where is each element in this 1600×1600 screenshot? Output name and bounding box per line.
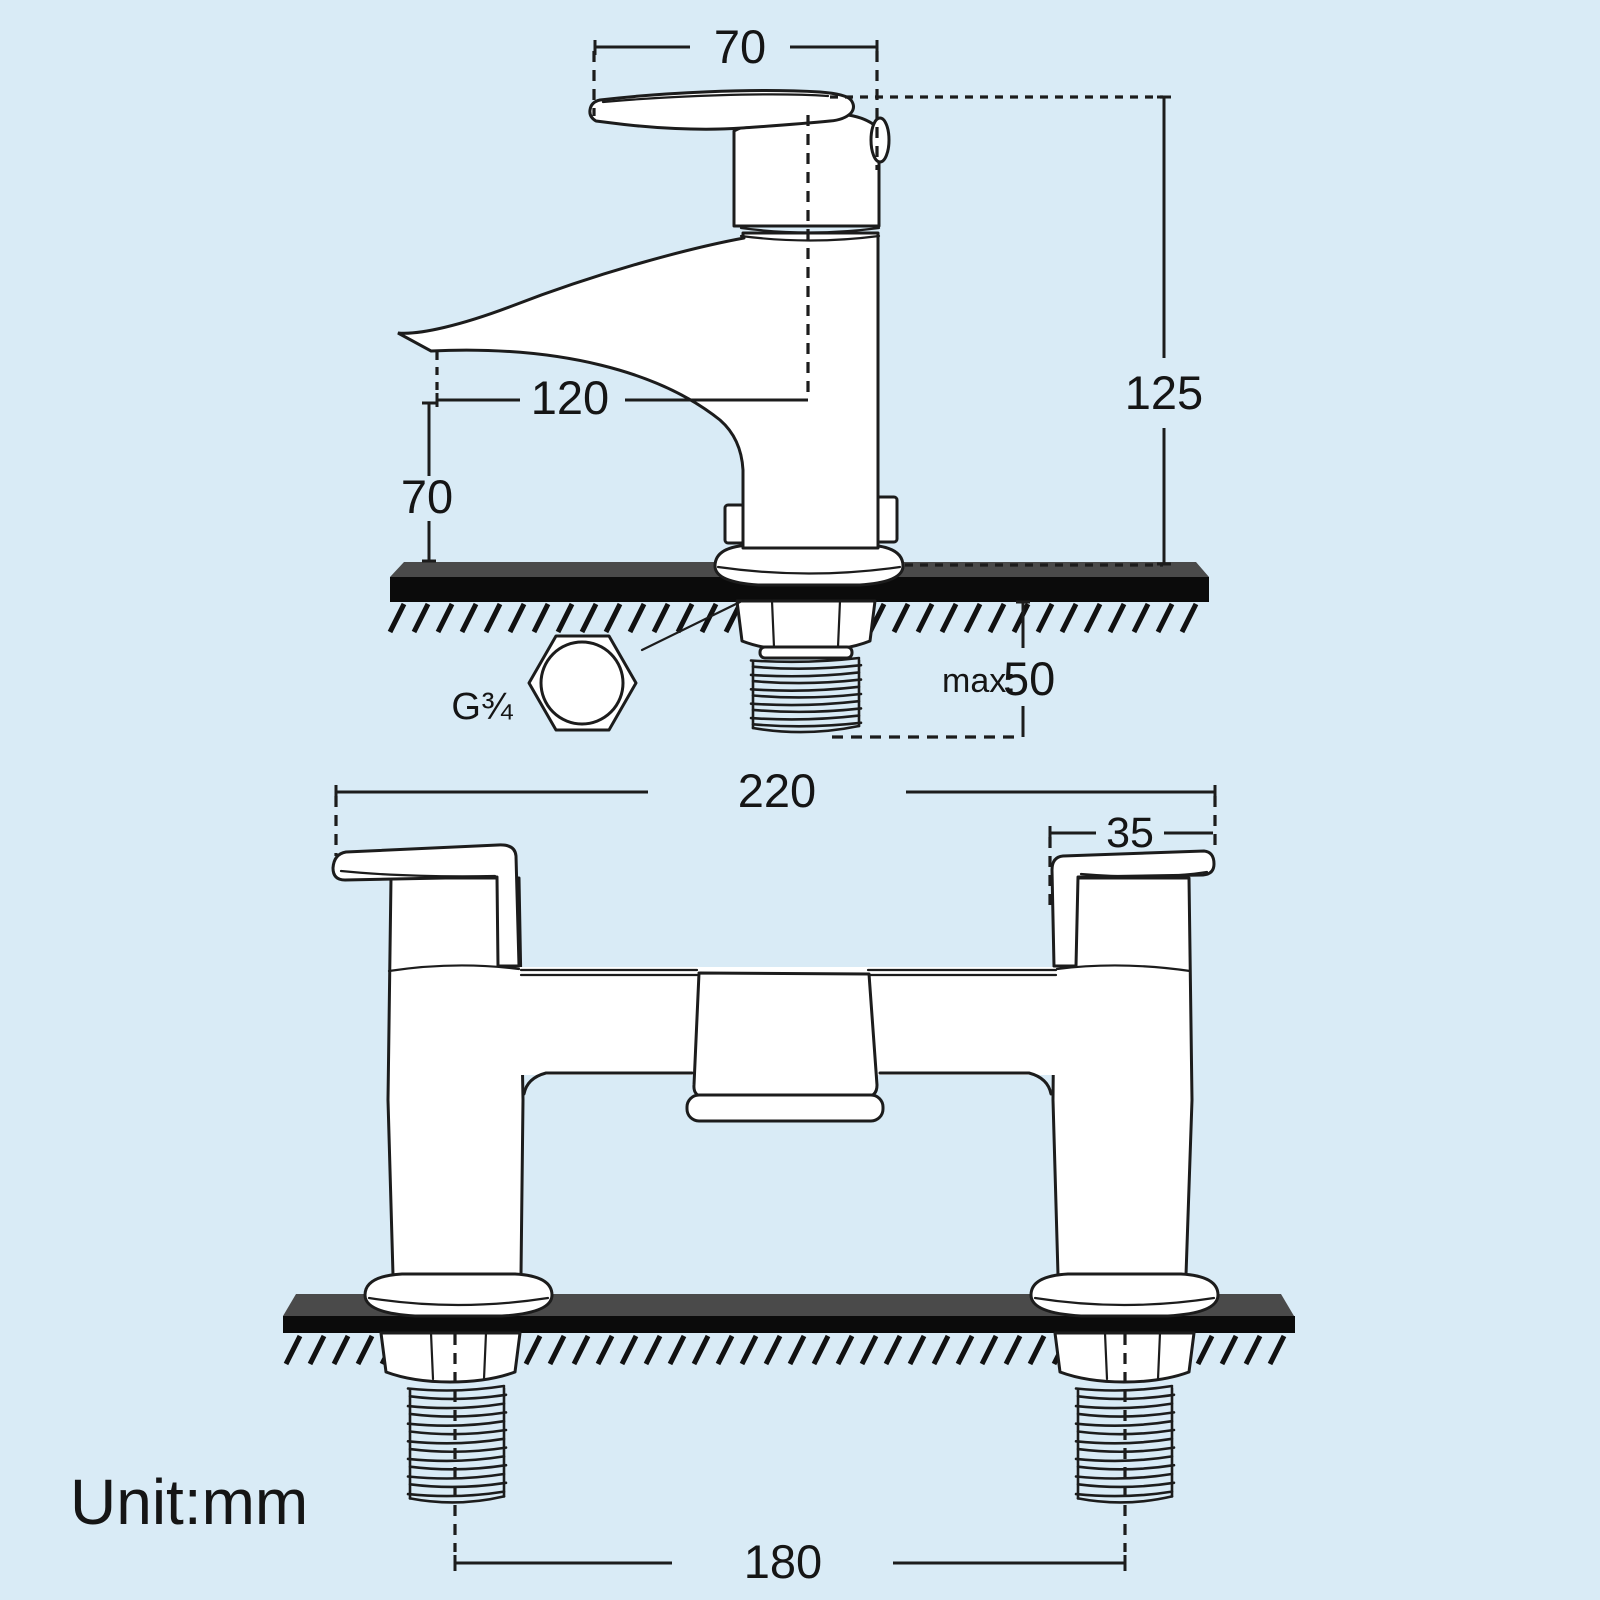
svg-text:125: 125 xyxy=(1125,366,1203,419)
right-handle xyxy=(1050,849,1216,968)
threaded-tail xyxy=(749,656,863,734)
spout-outlet-block xyxy=(692,971,879,1099)
g34-nut-face xyxy=(527,634,638,732)
dim-hole-centres-180: 180 xyxy=(453,1535,1127,1588)
svg-text:220: 220 xyxy=(738,764,816,817)
left-base-flange xyxy=(363,1272,554,1318)
backnut-and-tail xyxy=(735,599,877,734)
dim-max-thickness-50: max: 50 xyxy=(832,600,1055,739)
dim-spout-height-70: 70 xyxy=(401,401,453,563)
spout-outlet-lip xyxy=(685,1093,885,1123)
right-backnut-tail xyxy=(1053,1331,1196,1504)
indicator-button xyxy=(869,116,891,164)
left-backnut-tail xyxy=(379,1331,522,1504)
spout xyxy=(397,236,746,472)
svg-text:70: 70 xyxy=(714,20,766,73)
body-seam-lower xyxy=(739,234,881,242)
body-seam-upper xyxy=(739,226,881,234)
base-flange xyxy=(713,543,905,587)
left-threaded-tail xyxy=(406,1384,508,1504)
bridge-bottom-edge-left xyxy=(522,1071,694,1096)
dim-handle-width-70: 70 xyxy=(592,20,879,170)
left-handle xyxy=(331,843,521,968)
unit-label: Unit:mm xyxy=(70,1466,308,1538)
svg-text:70: 70 xyxy=(401,470,453,523)
thread-size-label: G¾ xyxy=(451,686,514,728)
right-threaded-tail xyxy=(1074,1384,1176,1504)
dim-spout-reach-120: 120 xyxy=(435,115,810,424)
cartridge-housing xyxy=(732,113,881,228)
bridge-bottom-edge-right xyxy=(878,1071,1053,1096)
svg-text:50: 50 xyxy=(1003,652,1055,705)
svg-text:35: 35 xyxy=(1106,809,1154,857)
front-view-bath-filler: 220 35 180 xyxy=(283,764,1295,1588)
left-side-tab xyxy=(723,503,746,545)
svg-text:max:: max: xyxy=(942,662,1016,700)
nut-leader-line xyxy=(640,600,742,652)
tap-body-column xyxy=(741,231,880,550)
lever-handle xyxy=(588,89,855,131)
dim-handle-width-35: 35 xyxy=(1048,809,1213,905)
right-base-flange xyxy=(1029,1272,1220,1318)
side-view-basin-tap: G¾ xyxy=(387,20,1209,739)
bath-deck-front-face xyxy=(283,1316,1295,1333)
dim-overall-height-125: 125 xyxy=(1125,95,1203,566)
svg-text:180: 180 xyxy=(744,1535,822,1588)
svg-text:120: 120 xyxy=(531,371,609,424)
dim-overall-width-220: 220 xyxy=(334,764,1217,856)
